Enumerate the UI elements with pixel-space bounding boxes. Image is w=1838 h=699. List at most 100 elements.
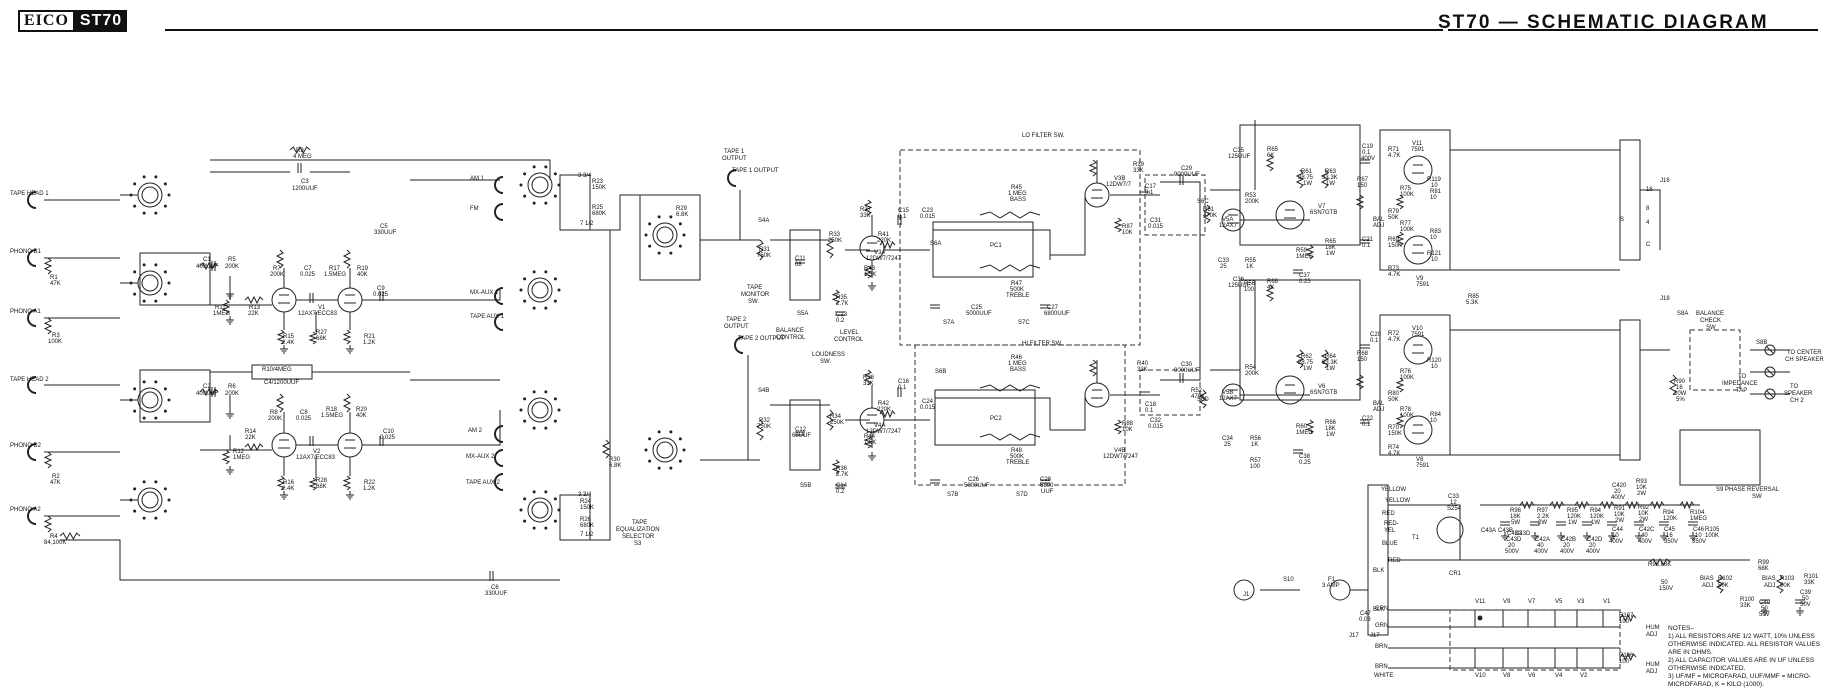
- component-label: 6SN7GTB: [1310, 390, 1337, 396]
- component-label: C5: [380, 224, 388, 230]
- component-label: V5B: [1222, 390, 1233, 396]
- component-label: 150: [1357, 183, 1368, 189]
- component-label: R55: [1245, 258, 1257, 264]
- component-label: 100: [1250, 464, 1261, 470]
- component-label: 1MEG: [1690, 516, 1707, 522]
- component-label: 0.03: [1359, 617, 1371, 623]
- component-label: 40: [1537, 543, 1544, 549]
- driver-stage-2: [1239, 279, 1361, 401]
- component-label: R70: [1388, 425, 1400, 431]
- resistor: [1649, 500, 1665, 510]
- component-label: 5%: [1676, 397, 1685, 403]
- connector-label: TAPE 1 OUTPUT: [732, 168, 779, 174]
- component-label: S5B: [800, 483, 811, 489]
- component-label: IMPEDANCE: [1722, 381, 1758, 387]
- balance-check-switch: [1689, 329, 1741, 391]
- brand-st70: ST70: [74, 10, 128, 32]
- component-label: C42D: [1587, 537, 1603, 543]
- switch-contact: [669, 215, 673, 219]
- switch-contact: [657, 466, 661, 470]
- component-label: 22K: [248, 311, 259, 317]
- selector-s1a: [139, 252, 211, 306]
- component-label: BRN: [1375, 644, 1388, 650]
- component-label: 10K: [1122, 230, 1133, 236]
- component-label: R23: [592, 179, 604, 185]
- component-label: R10/4MEG: [262, 367, 292, 373]
- component-label: C39: [1800, 590, 1812, 596]
- component-label: 12DW7/7247: [866, 429, 902, 435]
- component-label: R24: [580, 499, 592, 505]
- component-label: 18K: [1510, 514, 1521, 520]
- switch-contact: [519, 408, 523, 412]
- component-label: ADJ: [1702, 583, 1713, 589]
- component-label: 9000UUF: [1174, 172, 1200, 178]
- tube: [1084, 382, 1110, 408]
- component-label: V3B: [1114, 176, 1125, 182]
- resistor: [831, 289, 841, 305]
- component-label: 400V: [1560, 549, 1574, 555]
- component-label: R42: [878, 401, 890, 407]
- resistor: [1265, 154, 1275, 172]
- component-label: 4.7K: [1388, 451, 1400, 457]
- resistor: [1619, 613, 1637, 623]
- component-label: 1W: [1303, 366, 1312, 372]
- component-label: J1: [1243, 592, 1250, 598]
- component-label: S4B: [758, 388, 769, 394]
- component-label: 2W: [1637, 491, 1646, 497]
- rotary-switch-inner: [141, 491, 159, 509]
- component-label: C37: [1299, 273, 1311, 279]
- phono-jack: [27, 191, 37, 209]
- component-label: R27: [316, 330, 328, 336]
- component-label: 4 MEG: [293, 154, 312, 160]
- phono-jack: [494, 473, 504, 491]
- resistor: [342, 249, 352, 269]
- component-label: 100K: [1400, 227, 1414, 233]
- component-label: 12DW7/7: [1106, 182, 1132, 188]
- component-label: TO CENTER: [1787, 350, 1822, 356]
- rectifier-tube: [1436, 516, 1464, 544]
- switch-contact: [648, 222, 652, 226]
- component-label: R121: [1427, 251, 1442, 257]
- component-label: R78: [1400, 407, 1412, 413]
- switch-contact: [553, 277, 557, 281]
- component-label: 33.3K: [1322, 175, 1338, 181]
- component-label: 9000UUF: [1174, 368, 1200, 374]
- component-label: S5A: [797, 311, 808, 317]
- component-label: BALANCE: [1696, 311, 1724, 317]
- component-label: 150K: [1388, 431, 1402, 437]
- component-label: S: [1620, 217, 1624, 223]
- component-label: R77: [1400, 221, 1412, 227]
- resistor: [308, 477, 318, 491]
- component-label: V10: [1412, 326, 1423, 332]
- component-label: R22: [364, 480, 376, 486]
- connector-label: J18: [1660, 296, 1670, 302]
- component-label: C12: [795, 427, 807, 433]
- component-label: 22K: [245, 435, 256, 441]
- component-label: 4K: [1267, 285, 1274, 291]
- wire: [1050, 395, 1086, 431]
- component-label: R26: [580, 517, 592, 523]
- component-label: 750K: [757, 424, 771, 430]
- component-label: R69: [1388, 237, 1400, 243]
- component-label: 470K: [1191, 394, 1205, 400]
- component-label: C42B: [1561, 537, 1576, 543]
- eico-st70-logo: EICO ST70: [18, 10, 128, 32]
- component-label: V9: [1416, 276, 1424, 282]
- connector-label: PHONO A2: [10, 507, 41, 513]
- switch-contact: [648, 244, 652, 248]
- component-label: 120K: [1590, 514, 1604, 520]
- component-label: C24: [922, 399, 934, 405]
- switch-contact: [648, 459, 652, 463]
- wire: [210, 159, 551, 180]
- component-label: 33K: [1804, 580, 1815, 586]
- schematic-wiring: [44, 120, 1790, 669]
- component-label: R88: [1122, 421, 1134, 427]
- output-transformer-2: [1619, 319, 1641, 461]
- switch-contact: [167, 281, 171, 285]
- component-label: 0.1: [898, 385, 907, 391]
- component-label: 6800: [1040, 483, 1054, 489]
- switch-contact: [678, 459, 682, 463]
- switch-contact: [129, 398, 133, 402]
- component-label: R9: [296, 148, 304, 154]
